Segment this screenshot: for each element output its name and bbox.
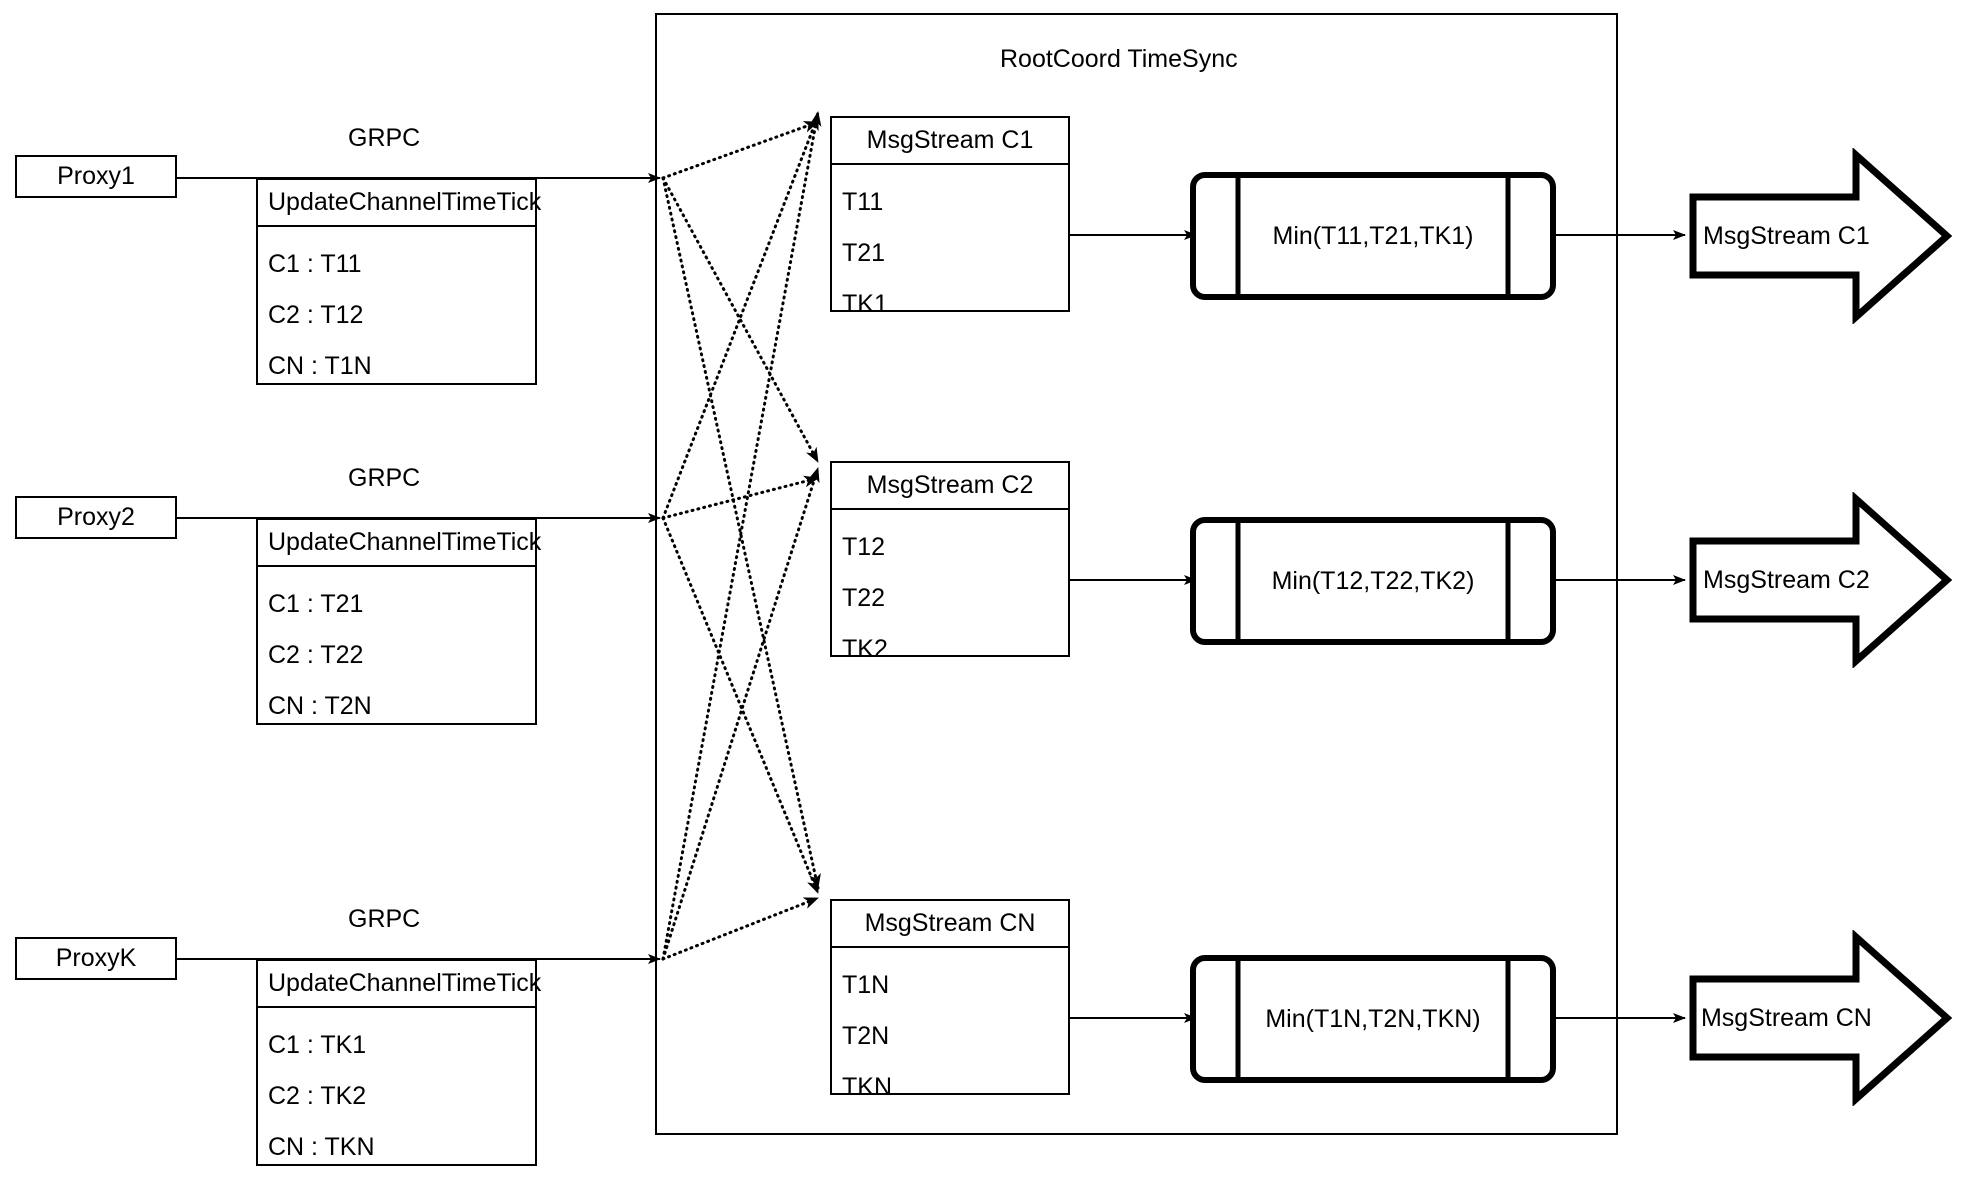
proxy-label: Proxy2 (57, 503, 135, 531)
msgstream-box-c2[interactable]: MsgStream C2 T12 T22 TK2 (830, 461, 1070, 663)
request-row: C1 : T11 (268, 250, 362, 278)
block-arrow-outline (1689, 929, 1953, 1107)
block-arrow-outline (1689, 147, 1953, 325)
grpc-label-proxy1: GRPC (348, 124, 421, 152)
min-process-cn[interactable]: Min(T1N,T2N,TKN) (1190, 955, 1556, 1083)
request-row: C2 : T12 (268, 301, 364, 329)
msgstream-rows: T1N T2N TKN (832, 948, 1068, 1113)
proxy-box-proxy1[interactable]: Proxy1 (15, 155, 177, 198)
request-row: C1 : T21 (268, 590, 364, 618)
request-row: CN : T1N (268, 352, 372, 380)
msgstream-row: TK2 (842, 635, 888, 663)
grpc-label-proxy2: GRPC (348, 464, 421, 492)
request-header: UpdateChannelTimeTick (258, 180, 541, 227)
output-arrow-label: MsgStream C1 (1703, 221, 1870, 250)
min-process-label: Min(T1N,T2N,TKN) (1265, 1004, 1481, 1033)
request-box-proxyk[interactable]: UpdateChannelTimeTick C1 : TK1 C2 : TK2 … (256, 959, 541, 1166)
msgstream-header: MsgStream C1 (832, 118, 1068, 165)
msgstream-row: TKN (842, 1073, 892, 1101)
rootcoord-timesync-container (655, 13, 1618, 1135)
request-box-proxy2[interactable]: UpdateChannelTimeTick C1 : T21 C2 : T22 … (256, 518, 541, 725)
msgstream-row: TK1 (842, 290, 888, 318)
msgstream-header: MsgStream C2 (832, 463, 1068, 510)
msgstream-rows: T12 T22 TK2 (832, 510, 1068, 675)
proxy-label: Proxy1 (57, 162, 135, 190)
proxy-box-proxyk[interactable]: ProxyK (15, 937, 177, 980)
msgstream-box-cn[interactable]: MsgStream CN T1N T2N TKN (830, 899, 1070, 1101)
output-arrow-label: MsgStream CN (1700, 1003, 1872, 1032)
request-row: CN : T2N (268, 692, 372, 720)
request-rows: C1 : TK1 C2 : TK2 CN : TKN (258, 1008, 535, 1173)
process-shape-outline (1190, 517, 1556, 645)
request-row: CN : TKN (268, 1133, 375, 1161)
request-header: UpdateChannelTimeTick (258, 961, 541, 1008)
msgstream-row: T2N (842, 1022, 890, 1050)
process-shape-outline (1190, 172, 1556, 300)
output-arrow-c2[interactable]: MsgStream C2 (1688, 491, 1954, 669)
request-row: C2 : T22 (268, 641, 364, 669)
container-title: RootCoord TimeSync (1000, 45, 1238, 73)
min-process-label: Min(T11,T21,TK1) (1272, 221, 1474, 250)
request-rows: C1 : T11 C2 : T12 CN : T1N (258, 227, 535, 392)
request-rows: C1 : T21 C2 : T22 CN : T2N (258, 567, 535, 732)
request-header: UpdateChannelTimeTick (258, 520, 541, 567)
min-process-c2[interactable]: Min(T12,T22,TK2) (1190, 517, 1556, 645)
request-box-proxy1[interactable]: UpdateChannelTimeTick C1 : T11 C2 : T12 … (256, 178, 541, 385)
min-process-label: Min(T12,T22,TK2) (1271, 566, 1475, 595)
msgstream-row: T1N (842, 971, 890, 999)
msgstream-box-c1[interactable]: MsgStream C1 T11 T21 TK1 (830, 116, 1070, 318)
msgstream-row: T12 (842, 533, 886, 561)
proxy-label: ProxyK (55, 944, 137, 972)
msgstream-row: T22 (842, 584, 886, 612)
min-process-c1[interactable]: Min(T11,T21,TK1) (1190, 172, 1556, 300)
output-arrow-c1[interactable]: MsgStream C1 (1688, 147, 1954, 325)
msgstream-row: T21 (842, 239, 886, 267)
request-row: C1 : TK1 (268, 1031, 367, 1059)
output-arrow-label: MsgStream C2 (1703, 565, 1870, 594)
grpc-label-proxyk: GRPC (348, 905, 421, 933)
request-row: C2 : TK2 (268, 1082, 367, 1110)
proxy-box-proxy2[interactable]: Proxy2 (15, 496, 177, 539)
msgstream-row: T11 (842, 188, 884, 216)
output-arrow-cn[interactable]: MsgStream CN (1688, 929, 1954, 1107)
block-arrow-outline (1689, 491, 1953, 669)
msgstream-header: MsgStream CN (832, 901, 1068, 948)
process-shape-outline (1190, 955, 1556, 1083)
msgstream-rows: T11 T21 TK1 (832, 165, 1068, 330)
